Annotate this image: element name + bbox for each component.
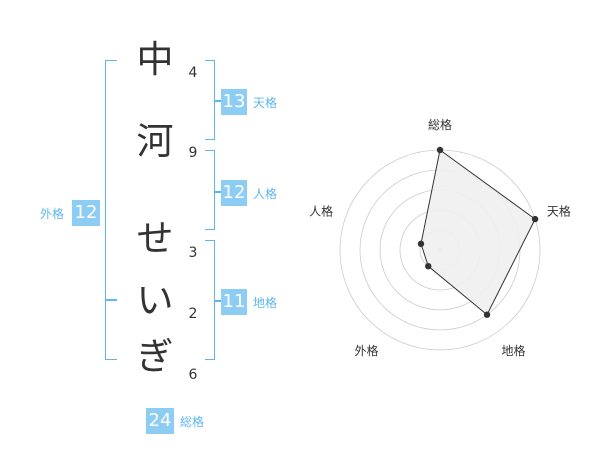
tenkaku-connector: [215, 100, 221, 102]
stroke-count-3: 3: [188, 245, 198, 261]
stroke-count-4: 2: [188, 306, 198, 322]
chikaku-badge: 11: [221, 289, 247, 315]
soukaku-label: 総格: [180, 415, 205, 429]
name-char-2: 河: [136, 120, 174, 163]
jinkaku-badge: 12: [221, 180, 247, 206]
radar-point-2: [531, 215, 539, 223]
radar-point-3: [483, 311, 491, 318]
name-char-1: 中: [136, 38, 174, 81]
gaikaku-badge: 12: [72, 200, 100, 226]
jinkaku-bracket: [205, 150, 215, 230]
radar-axis-label-2: 天格: [547, 203, 571, 218]
stroke-count-5: 6: [188, 367, 198, 383]
radar-axis-label-4: 外格: [355, 343, 379, 358]
jinkaku-connector: [215, 191, 221, 193]
radar-point-1: [436, 146, 444, 154]
radar-axis-label-5: 人格: [309, 203, 333, 218]
tenkaku-label: 天格: [253, 96, 278, 110]
stroke-count-1: 4: [188, 65, 198, 81]
radar-axis-label-1: 総格: [428, 117, 452, 132]
tenkaku-badge: 13: [221, 89, 247, 115]
chikaku-label: 地格: [253, 296, 278, 310]
chikaku-connector: [215, 300, 221, 302]
gaikaku-bracket-tick: [105, 299, 117, 301]
stroke-count-2: 9: [188, 145, 198, 161]
name-char-3: せ: [136, 217, 174, 260]
soukaku-badge: 24: [146, 408, 174, 434]
name-char-5: ぎ: [136, 335, 174, 378]
radar-point-4: [425, 262, 432, 270]
radar-point-5: [417, 240, 425, 248]
radar-series-polygon: [420, 149, 536, 316]
gaikaku-label: 外格: [40, 207, 65, 221]
radar-axis-label-3: 地格: [501, 343, 525, 358]
tenkaku-bracket: [205, 60, 215, 140]
name-char-4: い: [136, 279, 174, 322]
gaikaku-bracket: [105, 60, 117, 360]
chikaku-bracket: [205, 240, 215, 360]
jinkaku-label: 人格: [253, 187, 278, 201]
